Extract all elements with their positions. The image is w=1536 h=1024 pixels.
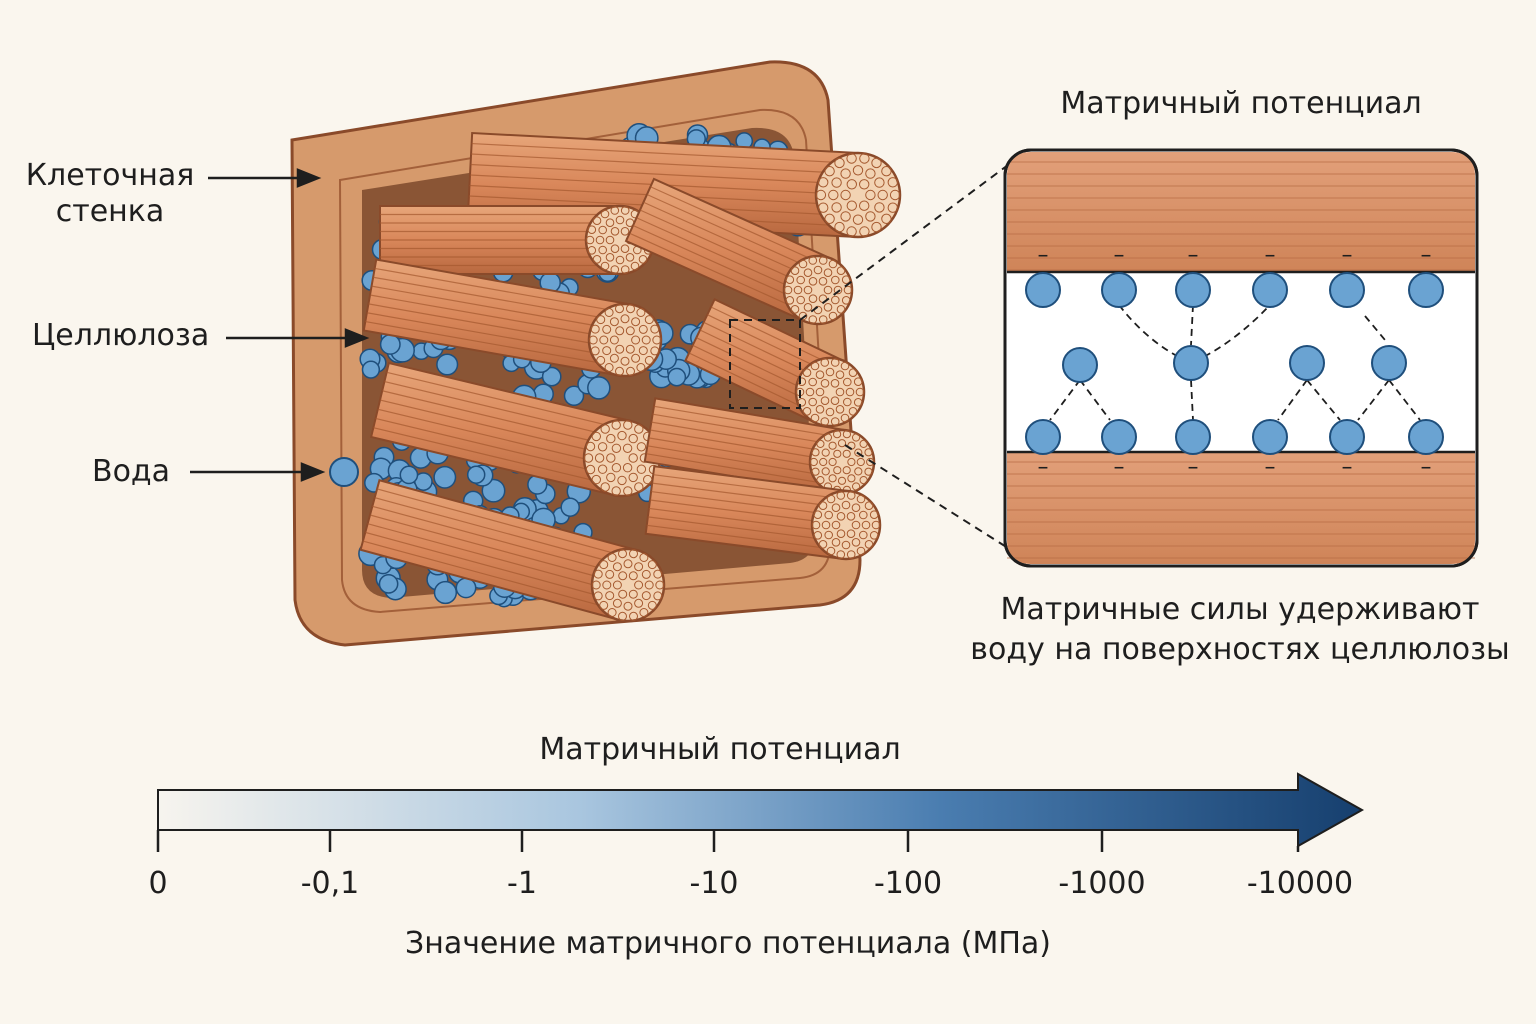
label-water: Вода <box>92 454 171 489</box>
water-molecule <box>560 497 580 517</box>
water-molecule <box>1101 419 1137 455</box>
water-molecule <box>541 366 562 387</box>
label-cell-wall: Клеточная стенка <box>20 158 200 230</box>
water-molecule <box>1252 272 1288 308</box>
charge-sign: – <box>1342 243 1353 268</box>
cellulose-rod <box>379 204 656 276</box>
water-molecule <box>1175 419 1211 455</box>
scale-xlabel: Значение матричного потенциала (МПа) <box>404 926 1052 961</box>
label-arrows <box>190 168 370 482</box>
water-molecule <box>1329 419 1365 455</box>
tick-label-2: -1 <box>507 866 537 901</box>
potential-scale <box>156 772 1365 852</box>
charge-sign: – <box>1114 243 1125 268</box>
water-molecule <box>1408 272 1444 308</box>
water-molecule <box>1371 345 1407 381</box>
charge-sign: – <box>1265 243 1276 268</box>
inset-title: Матричный потенциал <box>1060 86 1422 121</box>
charge-sign: – <box>1188 243 1199 268</box>
label-cell-wall-line1: Клеточная <box>25 158 195 193</box>
water-molecule <box>1025 272 1061 308</box>
water-molecule <box>1025 419 1061 455</box>
zoom-lines <box>729 164 1009 549</box>
charge-sign: – <box>1038 455 1049 480</box>
label-cellulose: Целлюлоза <box>32 318 210 353</box>
water-molecule <box>1062 347 1098 383</box>
inset-caption: Матричные силы удерживают воду на поверх… <box>960 590 1520 670</box>
water-molecule-example <box>329 457 359 487</box>
water-molecule <box>379 333 401 355</box>
cellulose-rod <box>644 465 882 561</box>
tick-label-4: -100 <box>873 866 943 901</box>
water-molecule <box>378 574 399 594</box>
scale-arrow <box>157 772 1365 848</box>
tick-label-6: -10000 <box>1246 866 1354 901</box>
cellulose-rods <box>359 132 902 623</box>
water-molecule <box>1173 345 1209 381</box>
water-molecule <box>587 376 611 400</box>
label-cell-wall-line2: стенка <box>55 194 165 229</box>
charge-sign: – <box>1421 243 1432 268</box>
charge-sign: – <box>1265 455 1276 480</box>
scale-title: Матричный потенциал <box>539 732 901 767</box>
water-molecule <box>433 465 457 489</box>
tick-label-1: -0,1 <box>300 866 360 901</box>
water-molecule <box>436 353 459 376</box>
water-molecule <box>1101 272 1137 308</box>
cellulose-rod <box>362 258 663 378</box>
water-molecule <box>667 367 687 387</box>
water-molecule <box>563 385 585 407</box>
inset-caption-line1: Матричные силы удерживают <box>1000 592 1480 627</box>
tick-label-5: -1000 <box>1058 866 1146 901</box>
water-molecule <box>1175 272 1211 308</box>
water-molecule <box>361 360 381 379</box>
water-molecule <box>1329 272 1365 308</box>
water-molecule <box>466 465 486 484</box>
cellulose-rod <box>624 177 854 326</box>
tick-label-0: 0 <box>148 866 168 901</box>
charge-sign: – <box>1342 455 1353 480</box>
cellulose-rod <box>369 361 662 498</box>
charge-sign: – <box>1038 243 1049 268</box>
water-molecule <box>1408 419 1444 455</box>
cellulose-rod <box>684 297 866 428</box>
tick-label-3: -10 <box>689 866 739 901</box>
cellulose-rod <box>359 479 666 623</box>
water-molecule <box>1289 345 1325 381</box>
charge-sign: – <box>1114 455 1125 480</box>
charge-sign: – <box>1188 455 1199 480</box>
water-molecule <box>433 580 458 605</box>
charge-sign: – <box>1421 455 1432 480</box>
water-molecule <box>1252 419 1288 455</box>
water-molecule <box>399 465 419 485</box>
inset-panel: – – – – – – – – – – – – <box>1003 148 1479 568</box>
inset-caption-line2: воду на поверхностях целлюлозы <box>970 632 1510 667</box>
